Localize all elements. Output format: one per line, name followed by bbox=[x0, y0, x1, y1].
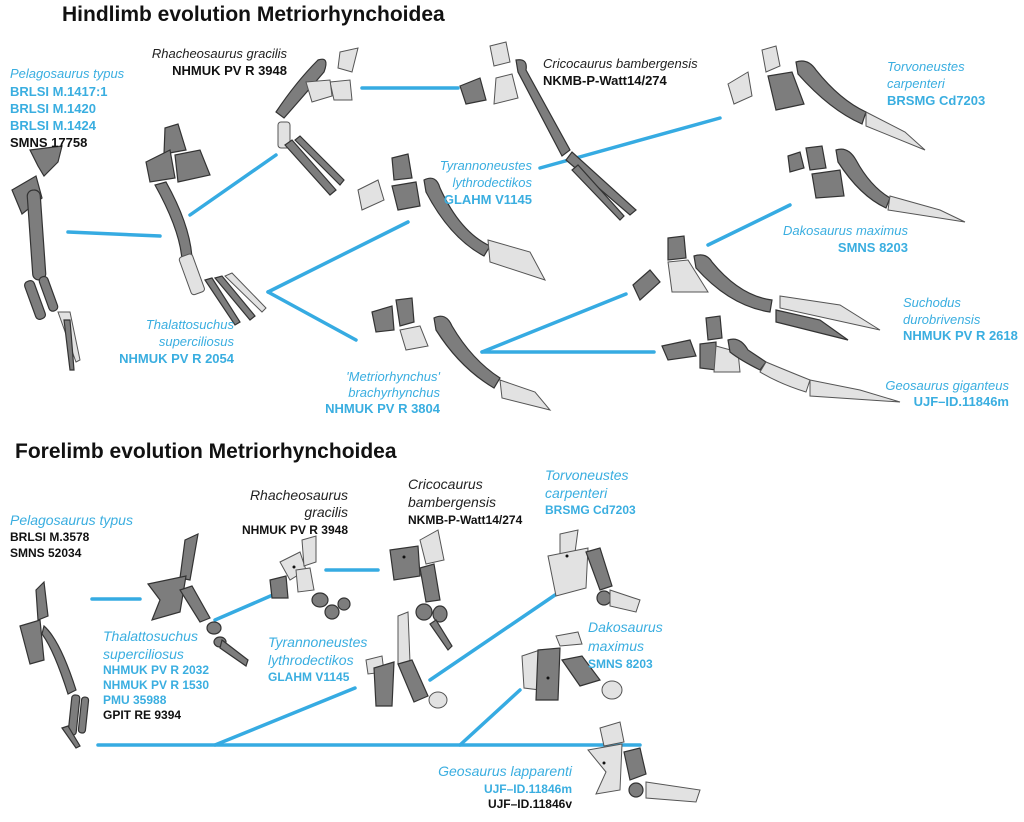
taxon-name: Cricocaurus bambergensis bbox=[543, 56, 698, 71]
tree-line bbox=[66, 230, 162, 238]
taxon-name: superciliosus bbox=[158, 334, 234, 349]
tree-line bbox=[266, 220, 410, 294]
specimen-id: NHMUK PV R 3948 bbox=[241, 523, 348, 537]
tree-line bbox=[458, 688, 522, 747]
specimen-id: NHMUK PV R 2618 bbox=[903, 328, 1018, 343]
specimen-id: BRLSI M.1417:1 bbox=[10, 84, 108, 99]
tree-line bbox=[188, 153, 278, 217]
taxon-name: Pelagosaurus typus bbox=[10, 512, 133, 528]
taxon-name: gracilis bbox=[304, 504, 348, 520]
specimen-id: GPIT RE 9394 bbox=[103, 708, 182, 722]
taxon-name: bambergensis bbox=[408, 494, 496, 510]
taxon-name: Suchodus bbox=[903, 295, 961, 310]
taxon-name: Rhacheosaurus gracilis bbox=[151, 46, 287, 61]
taxon-name: brachyrhynchus bbox=[348, 385, 440, 400]
specimen-id: NKMB-P-Watt14/274 bbox=[408, 513, 523, 527]
forelimb-tree-lines bbox=[90, 568, 642, 747]
taxon-name: 'Metriorhynchus' bbox=[346, 369, 440, 384]
taxon-name: Tyrannoneustes bbox=[268, 634, 368, 650]
specimen-id: NHMUK PV R 1530 bbox=[103, 678, 210, 692]
forelimb-tyrannoneustes bbox=[365, 611, 448, 709]
specimen-id: BRLSI M.3578 bbox=[10, 530, 90, 544]
specimen-id: UJF–ID.11846m bbox=[483, 782, 572, 796]
hindlimb-torvoneustes bbox=[727, 45, 926, 151]
taxon-name: lythrodectikos bbox=[452, 175, 532, 190]
specimen-id: GLAHM V1145 bbox=[268, 670, 350, 684]
taxon-name: Tyrannoneustes bbox=[439, 158, 532, 173]
hindlimb-suchodus bbox=[632, 235, 881, 341]
forelimb-rhacheosaurus bbox=[269, 535, 351, 620]
forelimb-torvoneustes bbox=[547, 529, 641, 613]
specimen-id: UJF–ID.11846v bbox=[487, 797, 572, 811]
specimen-id: NHMUK PV R 2032 bbox=[103, 663, 210, 677]
taxon-name: Dakosaurus maximus bbox=[783, 223, 908, 238]
hindlimb-pelagosaurus bbox=[11, 145, 81, 371]
forelimb-cricocaurus bbox=[389, 529, 453, 651]
taxon-name: superciliosus bbox=[103, 646, 184, 662]
forelimb-thalattosuchus bbox=[146, 532, 249, 667]
tree-line bbox=[213, 592, 277, 622]
hindlimb-title: Hindlimb evolution Metriorhynchoidea bbox=[62, 3, 445, 26]
specimen-id: UJF–ID.11846m bbox=[913, 394, 1009, 409]
hindlimb-geosaurus bbox=[661, 315, 901, 403]
taxon-name: Thalattosuchus bbox=[103, 628, 198, 644]
specimen-id: BRSMG Cd7203 bbox=[887, 93, 986, 108]
tree-line bbox=[213, 686, 357, 747]
specimen-id: SMNS 8203 bbox=[837, 240, 908, 255]
forelimb-pelagosaurus bbox=[19, 580, 90, 749]
hindlimb-metriorhynchus bbox=[371, 297, 552, 411]
taxon-name: Geosaurus lapparenti bbox=[438, 763, 572, 779]
specimen-id: GLAHM V1145 bbox=[443, 192, 532, 207]
specimen-id: NHMUK PV R 2054 bbox=[119, 351, 234, 366]
specimen-id: BRLSI M.1420 bbox=[10, 101, 96, 116]
forelimb-title: Forelimb evolution Metriorhynchoidea bbox=[15, 440, 397, 463]
hindlimb-cricocaurus bbox=[459, 41, 637, 221]
taxon-name: Pelagosaurus typus bbox=[10, 66, 125, 81]
specimen-id: NHMUK PV R 3804 bbox=[325, 401, 440, 416]
specimen-id: BRSMG Cd7203 bbox=[545, 503, 636, 517]
taxon-name: lythrodectikos bbox=[268, 652, 354, 668]
taxon-name: Geosaurus giganteus bbox=[885, 378, 1009, 393]
tree-line bbox=[480, 292, 628, 354]
specimen-id: SMNS 17758 bbox=[10, 135, 88, 150]
tree-line bbox=[706, 203, 792, 247]
taxon-name: Dakosaurus bbox=[588, 619, 663, 635]
taxon-name: durobrivensis bbox=[903, 312, 981, 327]
tree-line bbox=[428, 593, 557, 682]
specimen-id: BRLSI M.1424 bbox=[10, 118, 96, 133]
forelimb-dakosaurus bbox=[521, 631, 623, 701]
specimen-id: NHMUK PV R 3948 bbox=[172, 63, 287, 78]
taxon-name: Torvoneustes bbox=[545, 467, 629, 483]
taxon-name: maximus bbox=[588, 638, 645, 654]
specimen-id: PMU 35988 bbox=[103, 693, 167, 707]
hindlimb-thalattosuchus bbox=[145, 123, 267, 326]
hindlimb-rhacheosaurus bbox=[275, 47, 359, 196]
specimen-id: SMNS 8203 bbox=[588, 657, 653, 671]
specimen-id: SMNS 52034 bbox=[10, 546, 82, 560]
taxon-name: carpenteri bbox=[887, 76, 945, 91]
forelimb-geosaurus bbox=[587, 721, 701, 803]
tree-line bbox=[266, 290, 358, 342]
taxon-name: Thalattosuchus bbox=[145, 317, 234, 332]
specimen-id: NKMB-P-Watt14/274 bbox=[543, 73, 667, 88]
hindlimb-tyrannoneustes bbox=[357, 153, 547, 281]
taxon-name: Rhacheosaurus bbox=[249, 487, 348, 503]
taxon-name: Torvoneustes bbox=[887, 59, 965, 74]
taxon-name: carpenteri bbox=[545, 485, 608, 501]
taxon-name: Cricocaurus bbox=[408, 476, 483, 492]
hindlimb-dakosaurus bbox=[787, 145, 966, 223]
